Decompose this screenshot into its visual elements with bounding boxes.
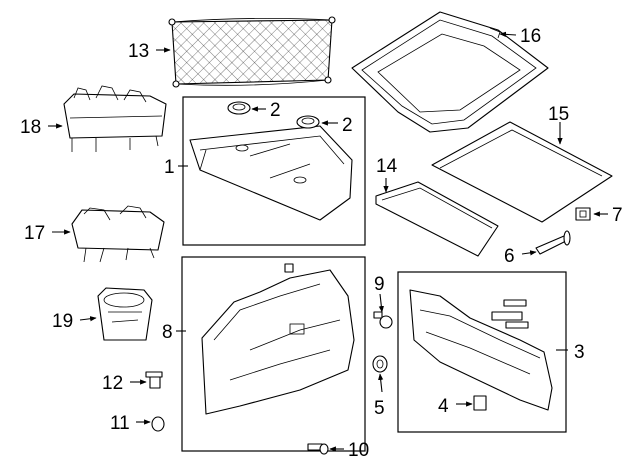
bolt-part-10	[307, 443, 329, 455]
callout-5: 5	[374, 398, 385, 419]
callout-2-left: 2	[270, 100, 281, 121]
callout-4: 4	[438, 396, 449, 417]
side-trim-panel-part-8	[201, 263, 355, 415]
speaker-grille-part-2-left	[227, 101, 251, 115]
callout-18: 18	[20, 117, 41, 138]
callout-3: 3	[574, 342, 585, 363]
leader-lines	[48, 31, 608, 452]
callout-13: 13	[128, 41, 149, 62]
cargo-net-part-13	[168, 16, 336, 88]
callout-16: 16	[520, 26, 541, 47]
bolt-part-12	[145, 371, 163, 389]
callout-14: 14	[376, 156, 398, 177]
organizer-part-17	[71, 205, 165, 263]
callout-7: 7	[612, 205, 623, 226]
callout-8: 8	[162, 322, 173, 343]
clip-part-4	[473, 395, 487, 411]
callout-15: 15	[548, 104, 569, 125]
load-floor-part-15	[431, 121, 613, 223]
clip-part-11	[151, 416, 165, 432]
callout-12: 12	[102, 373, 123, 394]
callout-1: 1	[164, 157, 175, 178]
part-1-group-box	[182, 96, 366, 246]
storage-bin-part-19	[97, 287, 153, 341]
clip-part-7	[575, 207, 591, 221]
callout-2-right: 2	[342, 115, 353, 136]
callout-6: 6	[504, 246, 515, 267]
speaker-grille-part-2-right	[296, 115, 320, 129]
cargo-tray-part-16	[351, 11, 549, 133]
trim-panel-part-14	[375, 181, 499, 257]
callout-9: 9	[374, 274, 385, 295]
bolt-part-9	[373, 311, 393, 329]
push-pin-part-6	[535, 230, 571, 255]
package-tray-part-1	[189, 125, 353, 221]
quarter-trim-part-3	[409, 289, 553, 411]
grommet-part-5	[372, 355, 388, 373]
callout-10: 10	[348, 440, 369, 461]
callout-19: 19	[52, 311, 73, 332]
callout-17: 17	[24, 223, 45, 244]
part-3-group-box	[397, 271, 567, 433]
organizer-part-18	[63, 85, 167, 152]
callout-11: 11	[110, 413, 130, 434]
part-8-group-box	[181, 256, 366, 452]
